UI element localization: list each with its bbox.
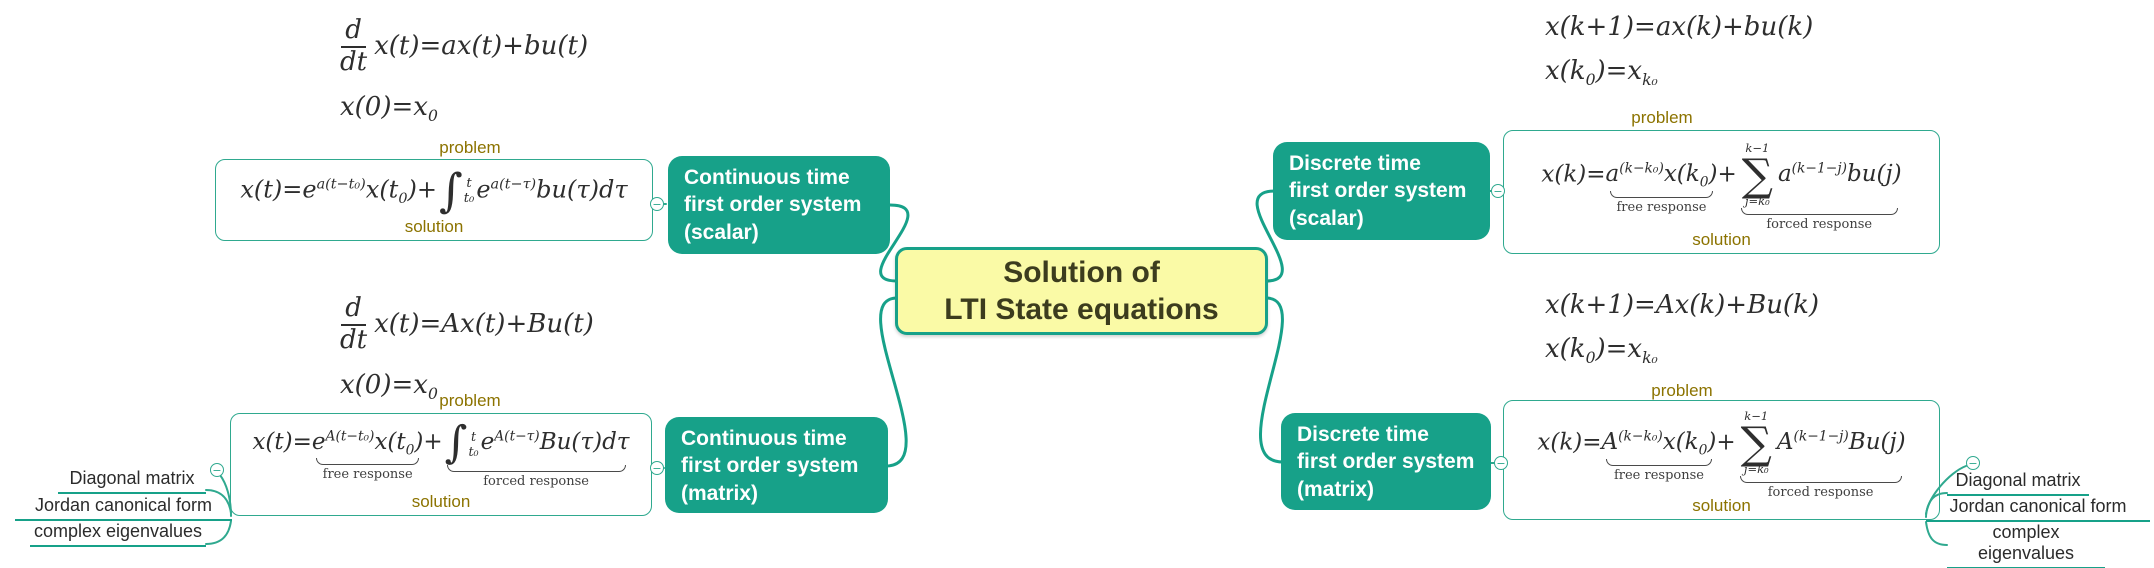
collapse-toggle-icon[interactable]: −	[650, 197, 664, 211]
equation-line: x(k+1)=ax(k)+bu(k)	[1545, 12, 1814, 42]
equation-line: x(k0)=xk₀	[1545, 56, 1658, 90]
problem-dt-matrix[interactable]: x(k+1)=Ax(k)+Bu(k) x(k0)=xk₀	[1545, 290, 1819, 381]
problem-label-dt-scalar: problem	[1631, 108, 1693, 127]
branch-dt-scalar[interactable]: Discrete time first order system (scalar…	[1273, 142, 1490, 240]
problem-dt-scalar[interactable]: x(k+1)=ax(k)+bu(k) x(k0)=xk₀	[1545, 12, 1813, 103]
branch-ct-matrix[interactable]: Continuous time first order system (matr…	[665, 417, 888, 513]
leaf-right-jordan-canonical-form[interactable]: Jordan canonical form	[1926, 496, 2150, 522]
solution-label-dt-matrix: solution	[1692, 496, 1751, 515]
collapse-toggle-icon[interactable]: −	[1966, 456, 1980, 470]
solution-label-ct-scalar: solution	[404, 217, 464, 236]
collapse-toggle-icon[interactable]: −	[210, 463, 224, 477]
problem-label-ct-scalar: problem	[439, 138, 501, 157]
solution-label-ct-matrix: solution	[411, 492, 471, 511]
solution-label-dt-scalar: solution	[1692, 230, 1751, 249]
leaf-left-complex-eigenvalues[interactable]: complex eigenvalues	[30, 521, 206, 547]
equation-line: x(0)=x0	[340, 369, 438, 403]
leaf-curve-right-2	[1925, 521, 1948, 546]
equation-line: x(0)=x0	[340, 91, 438, 125]
equation-line: x(k+1)=Ax(k)+Bu(k)	[1545, 290, 1819, 320]
leaf-curve-left-2	[205, 520, 232, 545]
problem-label-dt-matrix: problem	[1651, 381, 1713, 400]
collapse-toggle-icon[interactable]: −	[1494, 456, 1508, 470]
leaf-right-diagonal-matrix[interactable]: Diagonal matrix	[1947, 470, 2089, 496]
collapse-toggle-icon[interactable]: −	[1491, 184, 1505, 198]
branch-ct-scalar[interactable]: Continuous time first order system (scal…	[668, 156, 890, 254]
leaf-left-jordan-canonical-form[interactable]: Jordan canonical form	[15, 495, 232, 521]
leaf-left-diagonal-matrix[interactable]: Diagonal matrix	[58, 468, 206, 494]
branch-dt-matrix[interactable]: Discrete time first order system (matrix…	[1281, 413, 1491, 510]
leaf-right-complex-eigenvalues[interactable]: complex eigenvalues	[1947, 522, 2105, 568]
central-topic[interactable]: Solution of LTI State equations	[895, 247, 1268, 335]
equation-line: x(k0)=xk₀	[1545, 334, 1658, 368]
collapse-toggle-icon[interactable]: −	[650, 461, 664, 475]
problem-label-ct-matrix: problem	[439, 391, 501, 410]
